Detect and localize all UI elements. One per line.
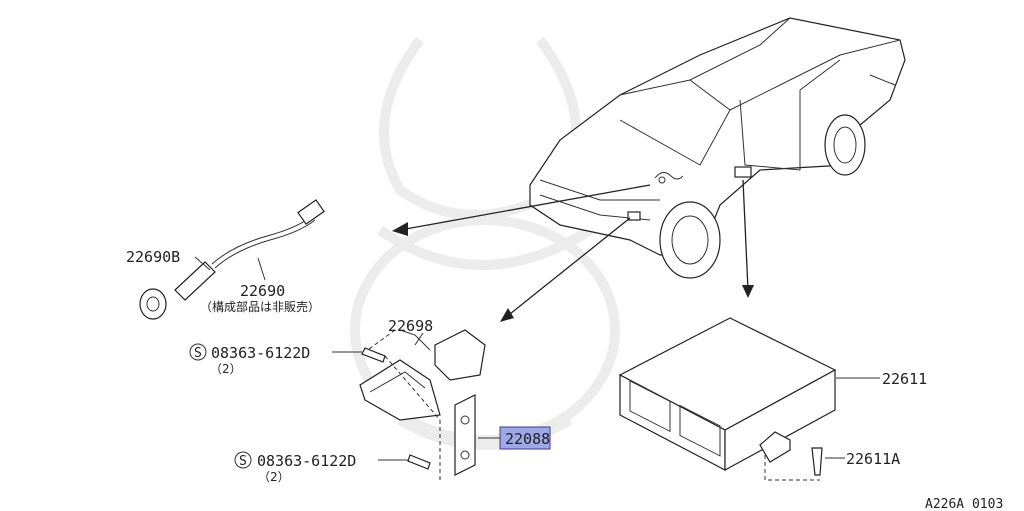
label-22088[interactable]: 22088 — [505, 430, 550, 448]
bracket-22698 — [359, 329, 486, 480]
label-22690B: 22690B — [126, 248, 180, 266]
s-symbol-2: S — [239, 454, 247, 469]
label-22698: 22698 — [388, 317, 433, 335]
label-22611A: 22611A — [846, 450, 900, 468]
s-symbol-circle-1 — [189, 343, 207, 361]
s-symbol-circle-2 — [234, 451, 252, 469]
diagram-id: A226A 0103 — [925, 497, 1003, 511]
sensor-22690 — [139, 199, 325, 320]
label-bolt1-code: 08363-6122D — [211, 344, 310, 362]
arrows — [392, 179, 754, 322]
label-22611: 22611 — [882, 370, 927, 388]
label-bolt2-code: 08363-6122D — [257, 452, 356, 470]
label-22690-note: （構成部品は非販売） — [200, 299, 320, 314]
s-symbol-1: S — [194, 346, 202, 361]
leader-lines — [194, 256, 880, 461]
label-22690: 22690 — [240, 282, 285, 300]
highlight-22088 — [499, 426, 551, 450]
label-bolt2-qty: （2） — [258, 470, 290, 484]
label-bolt1-qty: （2） — [210, 362, 242, 376]
car-illustration — [529, 17, 906, 279]
ecu-22611 — [618, 317, 837, 481]
